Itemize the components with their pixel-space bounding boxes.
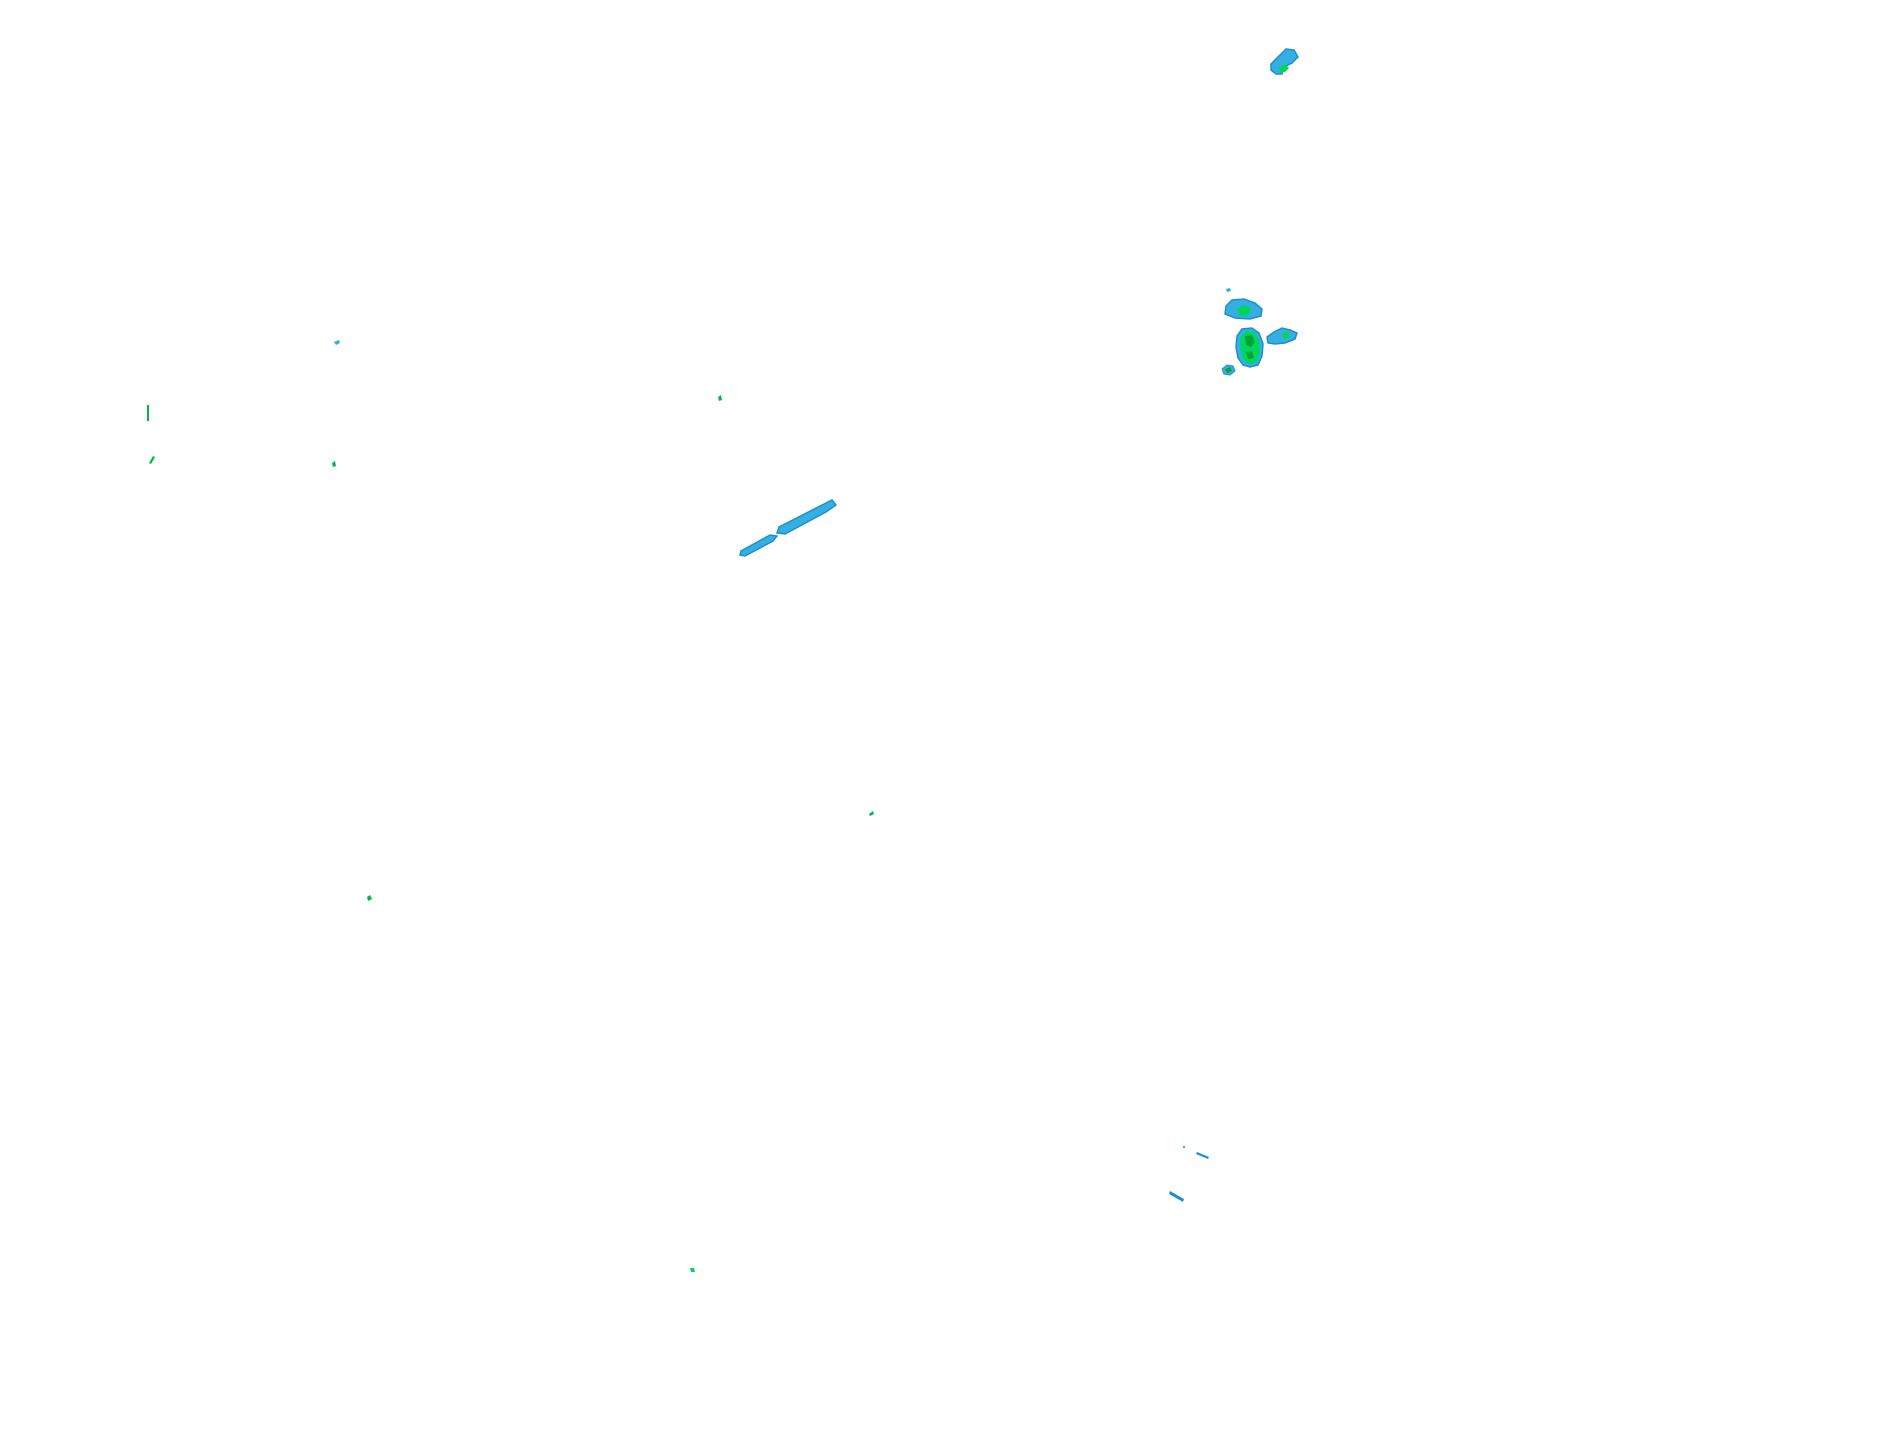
echo-dot-main-north xyxy=(1226,288,1231,292)
echo-scatter-southeast xyxy=(1169,1146,1209,1202)
echo-band-central-west-segment xyxy=(739,534,779,557)
echo-speck-southwest-1 xyxy=(367,895,372,901)
echo-scatter-west xyxy=(147,340,874,1272)
echo-cell-main-large-moderate xyxy=(1240,331,1260,364)
echo-streak-southeast-1 xyxy=(1196,1152,1209,1159)
echo-speck-southeast-1 xyxy=(1183,1146,1185,1148)
echo-speck-center-2 xyxy=(869,811,874,816)
echo-speck-west-4 xyxy=(332,461,336,467)
echo-band-central-east-segment xyxy=(775,499,838,535)
echo-speck-west-1 xyxy=(334,340,340,345)
echo-cell-main-east-light xyxy=(1266,327,1298,345)
echo-speck-west-2 xyxy=(147,405,149,421)
echo-streak-southeast-2 xyxy=(1169,1191,1184,1202)
echo-band-central xyxy=(739,499,838,557)
echo-speck-west-3 xyxy=(149,456,155,464)
echo-cluster-main xyxy=(1221,288,1298,376)
echo-cell-main-upper-core xyxy=(1237,305,1251,316)
echo-cell-main-southwest-core xyxy=(1225,367,1232,373)
echo-speck-center-1 xyxy=(718,395,722,401)
echo-cluster-northeast xyxy=(1270,48,1299,75)
echo-cell-northeast-core xyxy=(1279,64,1289,72)
echo-cell-main-large-heavy xyxy=(1245,335,1255,359)
echo-cell-northeast-light xyxy=(1270,48,1299,75)
echo-cell-main-east-core xyxy=(1282,332,1290,339)
echo-speck-south-1 xyxy=(690,1268,695,1272)
